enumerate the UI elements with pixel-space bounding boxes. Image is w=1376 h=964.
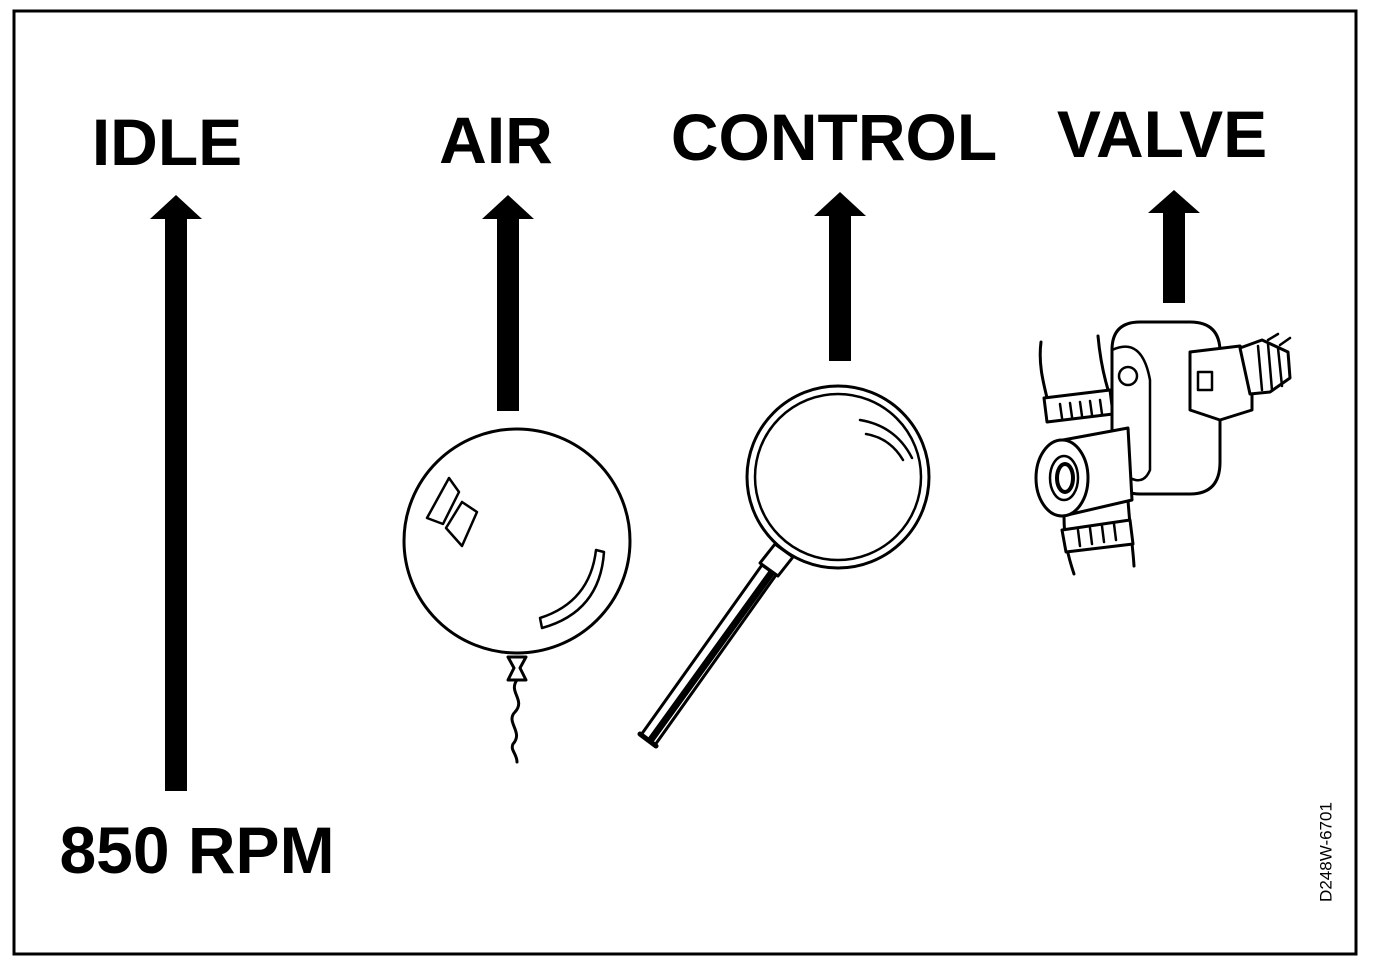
magnifier-handle-shade — [647, 569, 775, 744]
magnifier-lens-inner — [753, 392, 923, 562]
word-control: CONTROL — [671, 100, 997, 174]
valve-upper-clamp-ribs — [1058, 398, 1104, 420]
rpm-label: 850 RPM — [59, 813, 334, 887]
valve-lower-clamp — [1060, 518, 1135, 554]
valve-connector — [1188, 344, 1254, 422]
magnifier-lens-highlight-2 — [864, 432, 905, 462]
figure-frame — [12, 9, 1358, 956]
valve-pipe-end — [1034, 438, 1090, 518]
magnifier-lens-rim — [745, 384, 931, 570]
idle-arrow-up-icon — [150, 195, 202, 791]
balloon-knot — [506, 655, 528, 682]
valve-pipe-bore — [1048, 454, 1080, 502]
magnifier-lens-highlight — [858, 418, 914, 460]
balloon-highlight-upper-2 — [444, 500, 479, 548]
balloon-icon — [402, 427, 632, 764]
balloon-body — [402, 427, 632, 655]
balloon-string — [510, 678, 521, 764]
air-arrow-up-icon — [482, 195, 534, 411]
idle-air-control-valve-icon — [1034, 320, 1292, 576]
valve-connector-window — [1196, 370, 1214, 392]
word-valve: VALVE — [1057, 97, 1267, 171]
word-idle: IDLE — [92, 105, 242, 179]
balloon-highlight-upper — [425, 476, 461, 526]
magnifying-glass-icon — [637, 384, 931, 749]
valve-plug-ribs — [1256, 332, 1292, 392]
valve-housing-bolt — [1117, 365, 1139, 387]
valve-pipe-bore-inner — [1055, 462, 1075, 494]
figure-code: D248W-6701 — [1317, 802, 1336, 902]
valve-upper-clamp — [1042, 388, 1115, 424]
valve-arrow-up-icon — [1148, 190, 1200, 303]
balloon-highlight-lower — [538, 548, 606, 630]
magnifier-handle-end — [637, 731, 659, 749]
control-arrow-up-icon — [814, 192, 866, 361]
valve-lower-clamp-ribs — [1076, 522, 1118, 548]
word-air: AIR — [439, 103, 553, 177]
